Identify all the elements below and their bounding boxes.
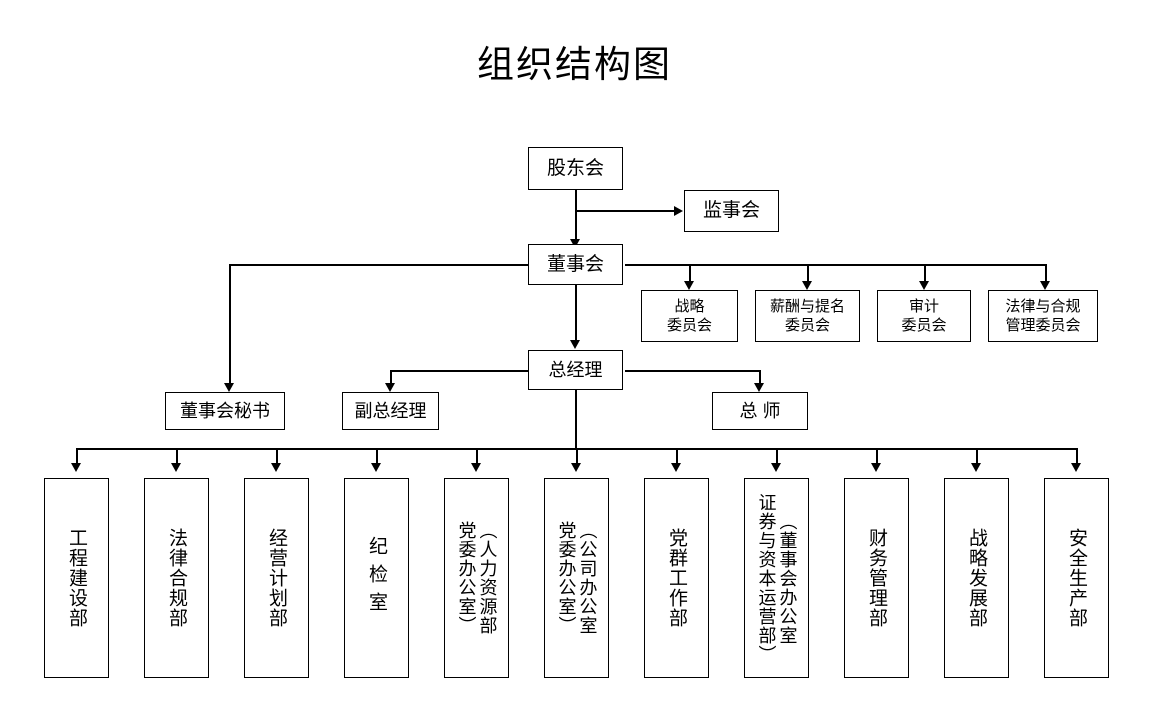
- dept-box-6[interactable]: （公司办公室 党委办公室）: [544, 478, 609, 678]
- connector-dept-2-drop: [176, 448, 178, 465]
- dept-box-2-main-label: 法律合规部: [166, 528, 187, 628]
- node-committee-compensation-nomination[interactable]: 薪酬与提名 委员会: [755, 290, 860, 342]
- arrow-to-dept-4: [371, 463, 381, 472]
- page-title: 组织结构图: [477, 44, 672, 85]
- dept-box-6-main-label: （公司办公室: [577, 521, 598, 635]
- dept-box-8[interactable]: （董事会办公室 证券与资本运营部）: [744, 478, 809, 678]
- node-shareholders-label: 股东会: [546, 157, 604, 179]
- arrow-to-dept-10: [971, 463, 981, 472]
- connector-dept-5-drop: [476, 448, 478, 465]
- dept-box-5[interactable]: （人力资源部 党委办公室）: [444, 478, 509, 678]
- dept-box-4[interactable]: 纪检室: [344, 478, 409, 678]
- arrow-to-board: [570, 239, 580, 248]
- arrow-to-chief-engineer: [754, 383, 764, 392]
- connector-dept-11-drop: [1076, 448, 1078, 465]
- dept-box-10[interactable]: 战略发展部: [944, 478, 1009, 678]
- node-committee-audit-label: 审计 委员会: [901, 298, 947, 334]
- dept-box-11[interactable]: 安全生产部: [1044, 478, 1109, 678]
- arrow-to-general-manager: [570, 340, 580, 349]
- node-board-of-directors-label: 董事会: [546, 253, 604, 275]
- arrow-to-deputy-general-manager: [385, 383, 395, 392]
- connector-committee-4-drop: [1045, 264, 1047, 284]
- connector-dept-3-drop: [276, 448, 278, 465]
- arrow-to-supervisory: [674, 206, 683, 216]
- dept-box-5-main-label: （人力资源部: [477, 521, 498, 635]
- connector-chief-engineer-drop: [759, 370, 761, 386]
- node-board-secretary-label: 董事会秘书: [180, 400, 270, 421]
- arrow-to-dept-1: [71, 463, 81, 472]
- node-committee-audit[interactable]: 审计 委员会: [877, 290, 971, 342]
- node-deputy-general-manager-label: 副总经理: [354, 400, 427, 421]
- connector-deputy-drop: [390, 370, 392, 386]
- connector-gm-to-department-bus: [575, 390, 577, 449]
- connector-gm-right: [625, 370, 760, 372]
- node-board-of-directors[interactable]: 董事会: [528, 244, 623, 285]
- arrow-to-committee-1: [684, 281, 694, 290]
- node-committee-legal-compliance[interactable]: 法律与合规 管理委员会: [988, 290, 1098, 342]
- dept-box-3-main-label: 经营计划部: [266, 528, 287, 628]
- connector-dept-9-drop: [876, 448, 878, 465]
- node-deputy-general-manager[interactable]: 副总经理: [342, 392, 439, 430]
- node-supervisory-board[interactable]: 监事会: [684, 190, 779, 232]
- connector-board-right-bus: [625, 264, 1046, 266]
- node-general-manager[interactable]: 总经理: [528, 350, 623, 390]
- node-supervisory-board-label: 监事会: [702, 200, 760, 221]
- connector-board-to-general-manager: [575, 285, 577, 343]
- node-general-manager-label: 总经理: [548, 359, 603, 380]
- node-chief-engineer[interactable]: 总 师: [712, 392, 808, 430]
- dept-box-6-sub-label: 党委办公室）: [556, 521, 577, 635]
- dept-box-10-main-label: 战略发展部: [966, 528, 987, 628]
- connector-secretary-down: [229, 264, 231, 386]
- dept-box-2[interactable]: 法律合规部: [144, 478, 209, 678]
- arrow-to-dept-3: [271, 463, 281, 472]
- connector-committee-2-drop: [807, 264, 809, 284]
- node-committee-legal-compliance-label: 法律与合规 管理委员会: [1005, 298, 1081, 334]
- connector-board-left: [229, 264, 529, 266]
- arrow-to-dept-7: [671, 463, 681, 472]
- dept-box-8-sub-label: 证券与资本运营部）: [756, 492, 777, 664]
- dept-box-9-main-label: 财务管理部: [866, 528, 887, 628]
- node-committee-strategy[interactable]: 战略 委员会: [641, 290, 738, 342]
- dept-box-7[interactable]: 党群工作部: [644, 478, 709, 678]
- dept-box-5-sub-label: 党委办公室）: [456, 521, 477, 635]
- dept-box-9[interactable]: 财务管理部: [844, 478, 909, 678]
- node-committee-compensation-nomination-label: 薪酬与提名 委员会: [769, 298, 845, 334]
- arrow-to-dept-5: [471, 463, 481, 472]
- connector-committee-1-drop: [689, 264, 691, 284]
- arrow-to-dept-2: [171, 463, 181, 472]
- connector-shareholders-down: [575, 190, 577, 245]
- dept-box-1[interactable]: 工程建设部: [44, 478, 109, 678]
- node-board-secretary[interactable]: 董事会秘书: [165, 392, 285, 430]
- dept-box-4-main-label: 纪检室: [366, 536, 387, 620]
- connector-dept-8-drop: [776, 448, 778, 465]
- connector-dept-1-drop: [76, 448, 78, 465]
- arrow-to-board-secretary: [224, 383, 234, 392]
- arrow-to-dept-8: [771, 463, 781, 472]
- dept-box-8-main-label: （董事会办公室: [777, 511, 798, 645]
- dept-box-3[interactable]: 经营计划部: [244, 478, 309, 678]
- arrow-to-dept-11: [1071, 463, 1081, 472]
- dept-box-7-main-label: 党群工作部: [666, 528, 687, 628]
- connector-gm-left: [390, 370, 529, 372]
- connector-committee-3-drop: [924, 264, 926, 284]
- connector-dept-6-drop: [576, 448, 578, 465]
- arrow-to-committee-3: [919, 281, 929, 290]
- arrow-to-committee-2: [802, 281, 812, 290]
- arrow-to-committee-4: [1040, 281, 1050, 290]
- dept-box-1-main-label: 工程建设部: [66, 528, 87, 628]
- arrow-to-dept-9: [871, 463, 881, 472]
- node-committee-strategy-label: 战略 委员会: [666, 298, 712, 334]
- connector-dept-7-drop: [676, 448, 678, 465]
- connector-dept-10-drop: [976, 448, 978, 465]
- node-chief-engineer-label: 总 师: [739, 400, 781, 421]
- arrow-to-dept-6: [571, 463, 581, 472]
- dept-box-11-main-label: 安全生产部: [1066, 528, 1087, 628]
- node-shareholders[interactable]: 股东会: [528, 147, 623, 190]
- connector-dept-4-drop: [376, 448, 378, 465]
- connector-shareholders-to-supervisory: [575, 210, 674, 212]
